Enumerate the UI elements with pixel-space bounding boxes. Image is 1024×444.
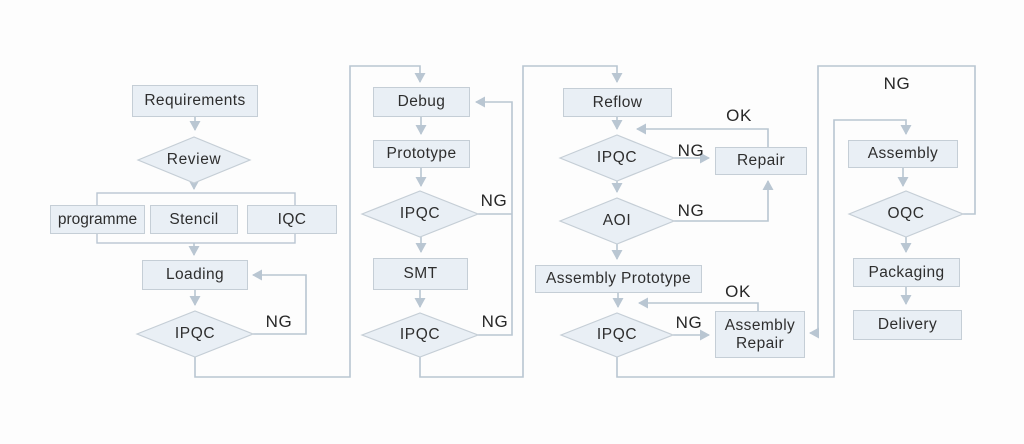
node-assembly-repair: Assembly Repair	[715, 311, 805, 358]
node-ipqc-smt: IPQC	[399, 326, 441, 343]
node-packaging: Packaging	[853, 258, 960, 287]
node-ipqc-reflow: IPQC	[596, 149, 638, 166]
node-oqc: OQC	[887, 205, 925, 222]
node-stencil: Stencil	[150, 205, 238, 234]
edge-repair-ok-return	[636, 123, 769, 147]
edge-label-ng-ipqc-smt: NG	[481, 312, 509, 331]
edge-label-ng-ipqc-reflow: NG	[677, 141, 705, 160]
node-debug: Debug	[373, 87, 470, 117]
edge-ipqc-pass-debug	[194, 65, 426, 378]
edge-label-ng-oqc: NG	[883, 74, 911, 93]
node-smt: SMT	[373, 258, 468, 290]
node-reflow: Reflow	[563, 88, 672, 117]
node-delivery: Delivery	[853, 310, 962, 340]
edge-aoi-ng-repair	[674, 180, 774, 222]
ipqc-prototype-diamond-shape	[360, 190, 480, 238]
edge-label-ok-repair: OK	[726, 106, 752, 125]
edge-label-ok-assembly-repair: OK	[725, 282, 751, 301]
edge-label-ng-ipqc-assembly: NG	[675, 313, 703, 332]
aoi-diamond-shape	[558, 197, 676, 245]
node-assembly: Assembly	[848, 140, 958, 168]
node-programme: programme	[50, 205, 145, 234]
node-requirements: Requirements	[132, 85, 258, 117]
edge-label-ng-aoi: NG	[677, 201, 705, 220]
node-ipqc-assembly: IPQC	[596, 326, 638, 343]
oqc-diamond-shape	[847, 190, 965, 238]
ipqc-reflow-diamond-shape	[558, 134, 676, 182]
node-ipqc-loading: IPQC	[174, 325, 216, 342]
ipqc-smt-diamond-shape	[360, 312, 480, 358]
edge-oqc-ng-assembly-repair	[809, 65, 976, 339]
edge-ipqc-smt-ng-debug	[475, 96, 513, 336]
node-review: Review	[166, 151, 222, 168]
node-assembly-prototype: Assembly Prototype	[535, 265, 702, 293]
node-ipqc-prototype: IPQC	[399, 205, 441, 222]
node-aoi: AOI	[602, 212, 632, 229]
edge-ipqc-ng-loading	[252, 269, 307, 335]
node-prototype: Prototype	[373, 140, 470, 168]
node-repair: Repair	[715, 147, 807, 175]
ipqc-loading-diamond-shape	[135, 310, 255, 358]
edge-assembly-repair-ok-return	[638, 297, 759, 311]
review-diamond-shape	[136, 136, 252, 184]
node-loading: Loading	[142, 260, 248, 290]
ipqc-assembly-diamond-shape	[559, 312, 675, 358]
node-iqc: IQC	[247, 205, 337, 234]
edge-ipqc-pass-assembly	[616, 119, 912, 378]
edge-ipqc-pass-reflow	[419, 65, 623, 378]
edge-label-ng-ipqc-prototype: NG	[480, 191, 508, 210]
edge-label-ng-loading: NG	[265, 312, 293, 331]
